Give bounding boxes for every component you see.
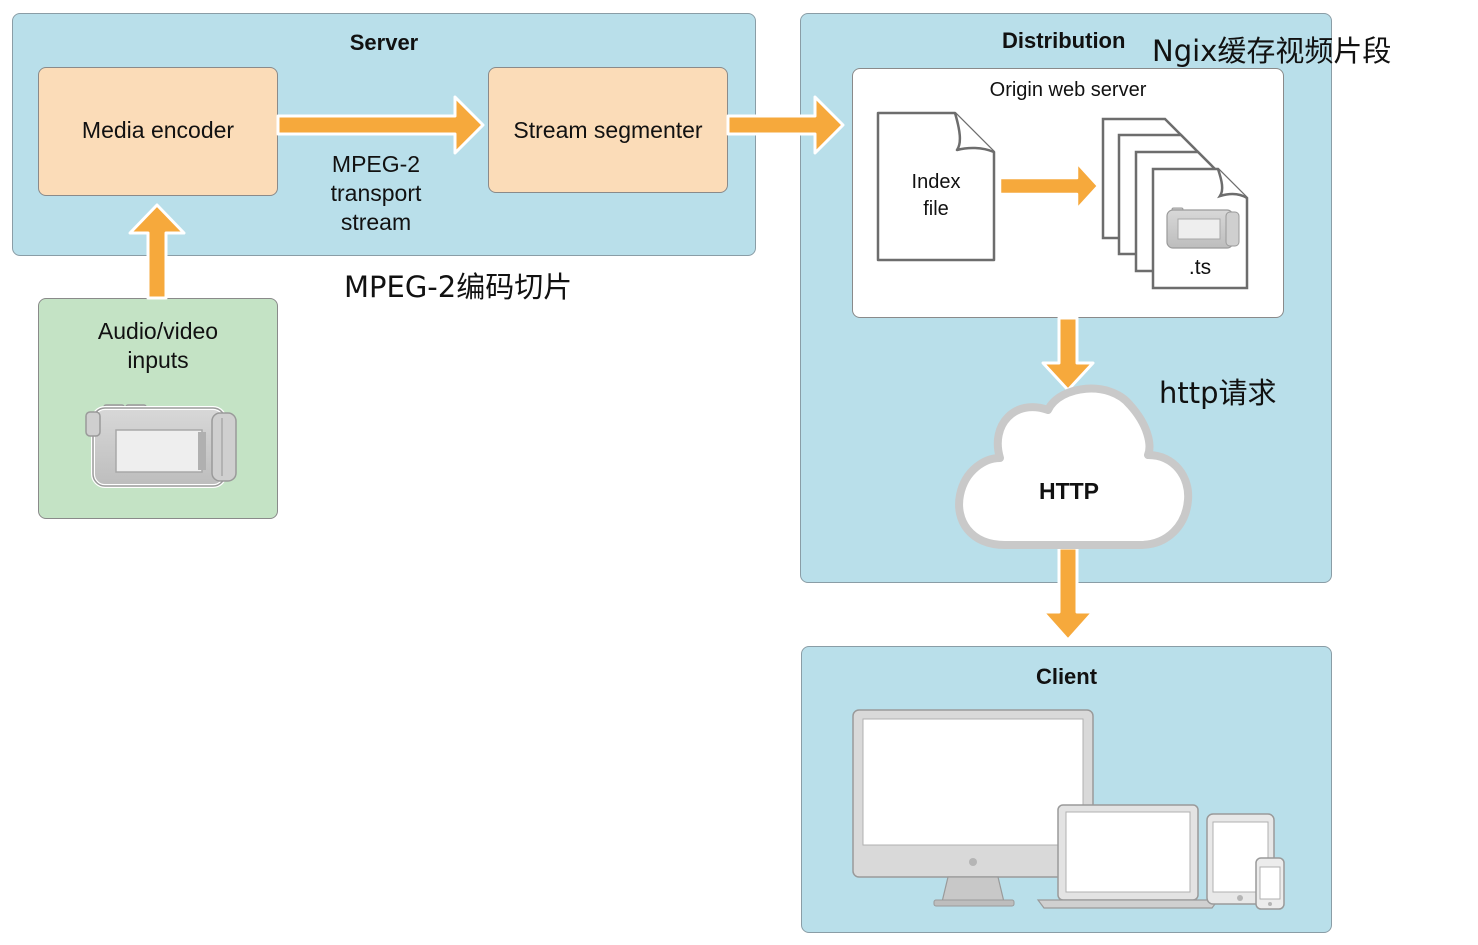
arrow-cloud-to-client [1041,546,1095,642]
index-file-label: Index file [878,169,994,223]
media-encoder-box: Media encoder [38,67,278,196]
stream-segmenter-label: Stream segmenter [513,117,703,143]
transport-line-2: transport [330,180,422,206]
arrow-index-to-segments [998,161,1100,211]
stream-segmenter-box: Stream segmenter [488,67,728,193]
transport-stream-label: MPEG-2 transport stream [300,150,452,237]
arrow-inputs-to-encoder [128,203,186,300]
cache-note: Ngix缓存视频片段 [1152,34,1392,68]
origin-web-server-label: Origin web server [989,79,1147,101]
media-encoder-label: Media encoder [81,117,235,143]
video-camera-icon [85,404,237,488]
ts-segment-label: .ts [1188,256,1212,279]
http-cloud-label: HTTP [1038,478,1100,504]
http-cloud-icon [955,384,1193,549]
server-title: Server [349,30,419,55]
client-title: Client [1035,664,1098,689]
arrow-segmenter-to-distribution [726,95,845,155]
desktop-monitor-icon [852,709,1094,907]
encode-note: MPEG-2编码切片 [344,270,573,304]
ts-segment-stack [1101,117,1249,290]
arrow-encoder-to-segmenter [276,95,485,155]
transport-line-1: MPEG-2 [331,151,421,177]
index-file-line-1: Index [911,171,961,193]
index-file-icon [876,111,996,262]
laptop-icon [1036,804,1220,909]
http-note: http请求 [1159,376,1277,410]
inputs-line-2: inputs [127,347,189,373]
inputs-line-1: Audio/video [97,318,219,344]
phone-icon [1255,857,1285,910]
ts-camera-icon [1166,207,1240,249]
index-file-line-2: file [923,198,949,220]
transport-line-3: stream [340,209,412,235]
arrow-origin-to-cloud [1041,316,1095,392]
distribution-title: Distribution [1002,28,1126,53]
inputs-label: Audio/video inputs [39,317,277,375]
